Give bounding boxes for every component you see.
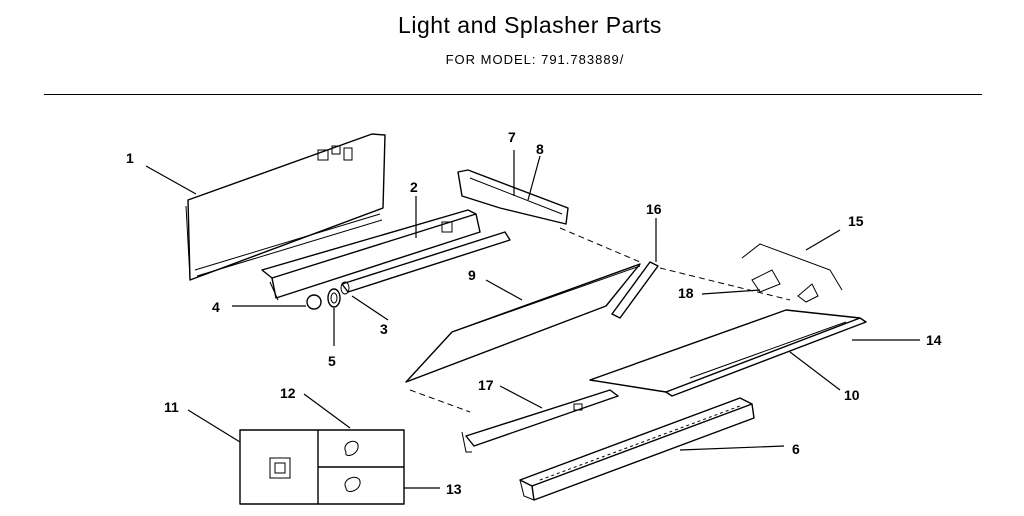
leader-17: [499, 385, 543, 409]
callout-1: 1: [126, 150, 134, 166]
part-3-light-tube: [340, 231, 511, 295]
callout-5: 5: [328, 353, 336, 369]
callout-9: 9: [468, 267, 476, 283]
callout-4: 4: [212, 299, 220, 315]
callout-13: 13: [446, 481, 462, 497]
part-9-lens: [405, 263, 641, 383]
callout-10: 10: [844, 387, 860, 403]
callout-17: 17: [478, 377, 494, 393]
callout-18: 18: [678, 285, 694, 301]
callout-6: 6: [792, 441, 800, 457]
leader-9: [485, 279, 523, 301]
part-17-lower-trim: [461, 389, 619, 453]
leader-11: [187, 409, 241, 443]
leader-15: [805, 229, 841, 251]
alignment-line-2: [659, 267, 791, 301]
parts-11-12-13-switch-box: [239, 429, 405, 505]
part-5-socket: [327, 288, 341, 308]
callout-8: 8: [536, 141, 544, 157]
alignment-line-3: [409, 389, 471, 413]
model-subtitle: FOR MODEL: 791.783889/: [445, 52, 625, 67]
callout-7: 7: [508, 129, 516, 145]
leader-18: [701, 289, 761, 295]
part-15-18-clips: [741, 243, 843, 303]
part-2-light-channel: [261, 209, 481, 301]
callout-3: 3: [380, 321, 388, 337]
page-title: Light and Splasher Parts: [398, 12, 662, 38]
leader-8: [527, 155, 541, 201]
callout-12: 12: [280, 385, 296, 401]
leader-3: [351, 295, 389, 321]
leader-10: [789, 351, 841, 391]
callout-16: 16: [646, 201, 662, 217]
leader-1: [145, 165, 197, 195]
leader-6: [679, 445, 785, 451]
alignment-line-1: [559, 227, 641, 263]
part-10-splasher-panel: [589, 309, 867, 397]
callout-11: 11: [164, 399, 179, 415]
part-7-8-bracket: [457, 169, 569, 225]
part-4-lamp-holder: [306, 294, 322, 310]
callout-2: 2: [410, 179, 418, 195]
leader-12: [303, 393, 351, 429]
callout-15: 15: [848, 213, 864, 229]
callout-14: 14: [926, 332, 942, 348]
part-6-vent-grille: [519, 397, 755, 501]
part-1-back-panel: [185, 133, 386, 281]
part-16-trim-strip: [611, 261, 659, 319]
header-divider: [44, 94, 982, 95]
